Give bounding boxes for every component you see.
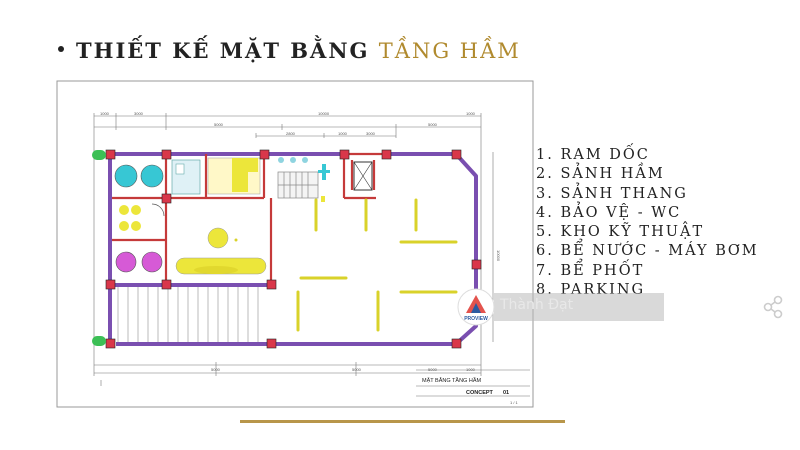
sheet-frame	[56, 80, 534, 408]
dim-bottom-0: 5000	[211, 367, 221, 372]
title-block-number: 01	[503, 390, 509, 396]
dim-bottom-2: 5000	[428, 367, 438, 372]
dim-detail-0: 2800	[286, 131, 296, 136]
dim-inner-1: 5000	[428, 122, 438, 127]
legend-item: 2. SẢNH HẦM	[536, 166, 665, 183]
title-block-name: MẶT BẰNG TẦNG HẦM	[422, 376, 482, 384]
watermark: PROVIEW	[457, 288, 664, 326]
dim-top-1: 3000	[134, 111, 144, 116]
legend-item: 5. KHO KỸ THUẬT	[536, 224, 705, 241]
watermark-text: Thành Đạt	[500, 297, 574, 313]
dim-top-0: 1000	[100, 111, 110, 116]
dimension-labels: 1000 3000 10000 1000 5000 5000 2800 1000…	[100, 111, 501, 372]
accent-divider	[240, 420, 565, 423]
inner-walls	[112, 152, 386, 285]
ramp	[117, 286, 259, 344]
legend: 1. RAM DỐC 2. SẢNH HẦM 3. SẢNH THANG 4. …	[536, 146, 759, 300]
legend-item: 3. SẢNH THANG	[536, 185, 688, 202]
elevator	[353, 161, 373, 191]
watermark-logo-text: PROVIEW	[464, 316, 488, 322]
page-title: THIẾT KẾ MẶT BẰNG TẦNG HẦM	[58, 38, 521, 63]
dim-top-2: 10000	[318, 111, 330, 116]
dim-detail-1: 1000	[338, 131, 348, 136]
lobby-furniture	[175, 227, 267, 275]
water-tanks	[114, 164, 164, 188]
title-part1: THIẾT KẾ MẶT BẰNG	[76, 38, 370, 63]
legend-item: 4. BẢO VỆ - WC	[536, 204, 682, 221]
legend-item: 1. RAM DỐC	[536, 147, 650, 163]
parking-lines	[234, 198, 458, 332]
dim-top-3: 1000	[466, 111, 476, 116]
floor-plan: 1000 3000 10000 1000 5000 5000 2800 1000…	[56, 80, 534, 408]
title-bullet	[58, 45, 64, 52]
dim-bottom-1: 5000	[352, 367, 362, 372]
stair	[277, 171, 319, 199]
dim-detail-2: 3000	[366, 131, 376, 136]
septic-tanks	[115, 251, 163, 273]
title-part2: TẦNG HẦM	[378, 39, 521, 63]
legend-item: 7. BỂ PHỐT	[536, 262, 645, 279]
outer-walls	[108, 152, 478, 346]
dim-bottom-3: 1000	[466, 367, 476, 372]
dim-right: 10000	[496, 250, 501, 262]
title-block: MẶT BẰNG TẦNG HẦM CONCEPT 01 1 / 1	[416, 369, 530, 405]
title-block-page: 1 / 1	[510, 400, 519, 405]
legend-item: 6. BỂ NƯỚC - MÁY BƠM	[536, 243, 759, 260]
share-icon[interactable]	[762, 295, 784, 319]
bumpers	[92, 150, 106, 346]
dim-inner-0: 5000	[214, 122, 224, 127]
wc-block	[171, 157, 330, 202]
title-block-concept: CONCEPT	[466, 390, 494, 396]
columns	[105, 149, 482, 349]
pump-room	[119, 203, 165, 231]
